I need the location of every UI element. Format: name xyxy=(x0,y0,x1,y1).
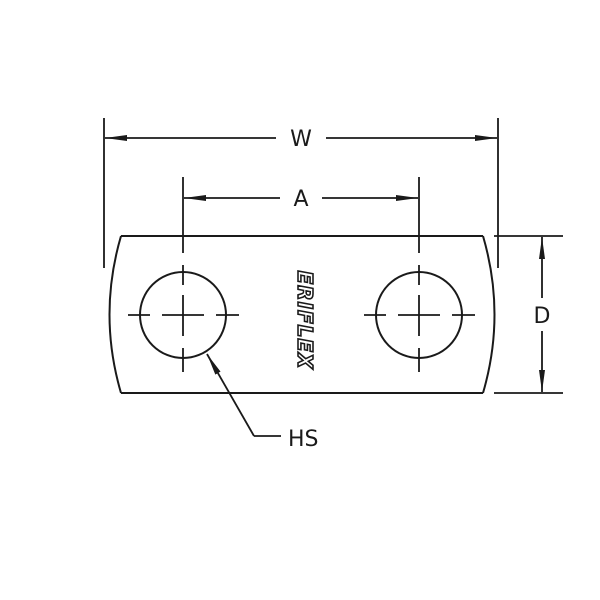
hole-left-centerlines xyxy=(128,236,239,372)
brand-marking: ERIFLEX xyxy=(293,271,317,371)
hs-label: HS xyxy=(288,427,319,452)
d-label: D xyxy=(534,304,551,329)
dimension-a xyxy=(182,177,420,236)
hole-left xyxy=(128,236,239,372)
dimension-w xyxy=(103,118,499,268)
dimension-d xyxy=(494,235,563,394)
w-label: W xyxy=(290,127,312,152)
plate-outline xyxy=(108,235,496,394)
hole-right-centerlines xyxy=(364,236,475,372)
a-label: A xyxy=(293,187,308,212)
hs-leader xyxy=(206,353,281,437)
hs-leader-diagonal xyxy=(206,353,255,437)
hole-right xyxy=(364,236,475,372)
plate-left-edge xyxy=(108,235,122,394)
plate-right-edge xyxy=(482,235,496,394)
